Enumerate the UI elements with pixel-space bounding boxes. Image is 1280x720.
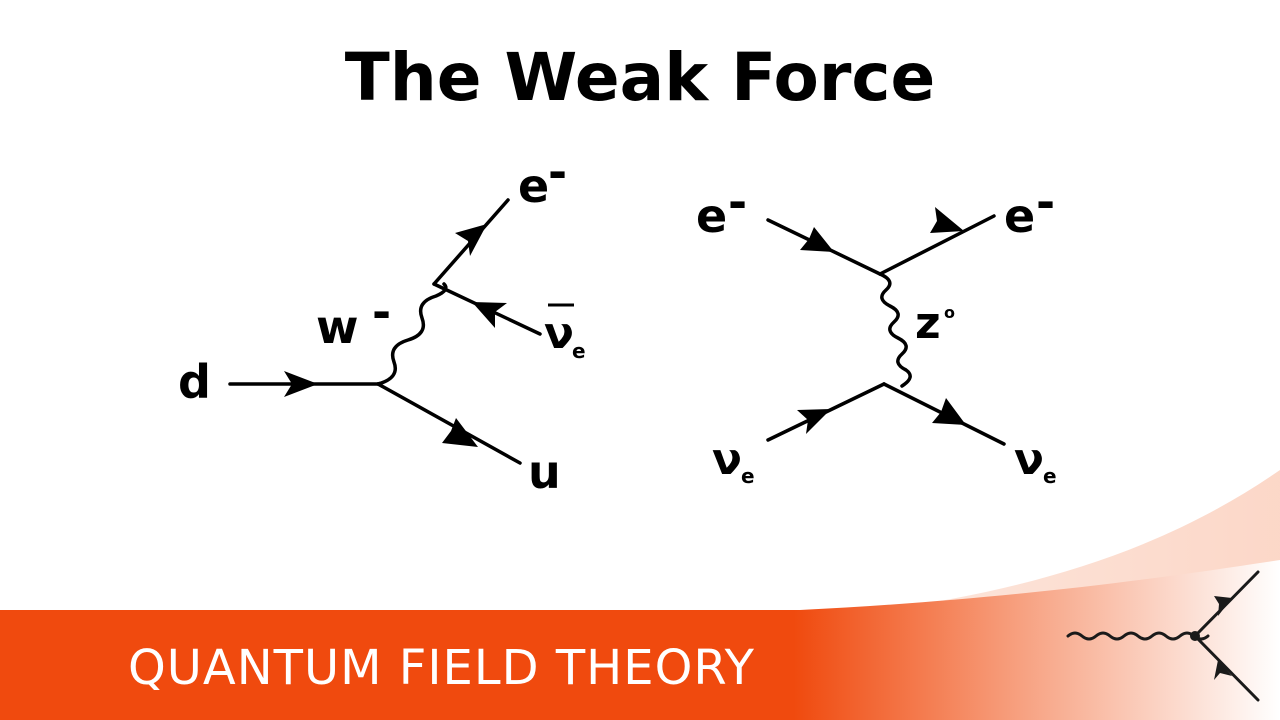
label-e: e: [518, 159, 549, 213]
u-quark-line: [376, 382, 522, 465]
label-neutrino-in-subscript: e: [741, 464, 755, 488]
w-boson-propagator: [376, 282, 448, 386]
label-e-out: e: [1004, 189, 1035, 243]
arrow-icon: [472, 302, 507, 328]
arrow-icon: [932, 398, 966, 425]
arrow-icon: [442, 418, 478, 447]
label-neutrino-in: ν: [712, 434, 742, 485]
label-w-charge: -: [372, 285, 391, 339]
arrow-icon: [797, 409, 831, 434]
label-d: d: [178, 355, 211, 409]
beta-decay-arrows: [284, 224, 507, 447]
label-e-in-charge: -: [728, 175, 747, 229]
label-antineutrino-subscript: e: [572, 339, 586, 363]
label-z-charge: o: [944, 303, 955, 322]
label-e-out-charge: -: [1036, 175, 1055, 229]
arrow-icon: [284, 371, 318, 397]
electron-out-line: [878, 214, 996, 276]
z-boson-propagator: [878, 272, 912, 388]
label-e-in: e: [696, 189, 727, 243]
slide-title: The Weak Force: [344, 39, 936, 116]
label-u: u: [528, 445, 561, 499]
label-w: w: [316, 300, 359, 354]
arrow-icon: [930, 207, 964, 233]
arrow-icon: [1214, 596, 1232, 616]
neutral-current-arrows: [797, 207, 966, 434]
arrow-icon: [455, 224, 487, 256]
vertex-dot: [1190, 631, 1200, 641]
banner-label: QUANTUM FIELD THEORY: [128, 640, 755, 696]
label-z: z: [915, 298, 941, 349]
arrow-icon: [1214, 660, 1232, 680]
label-antineutrino: ν: [544, 308, 574, 359]
arrow-icon: [800, 227, 834, 252]
banner-background: [0, 560, 1280, 720]
label-neutrino-out: ν: [1014, 434, 1044, 485]
label-e-charge: -: [548, 145, 567, 199]
label-neutrino-out-subscript: e: [1043, 464, 1057, 488]
